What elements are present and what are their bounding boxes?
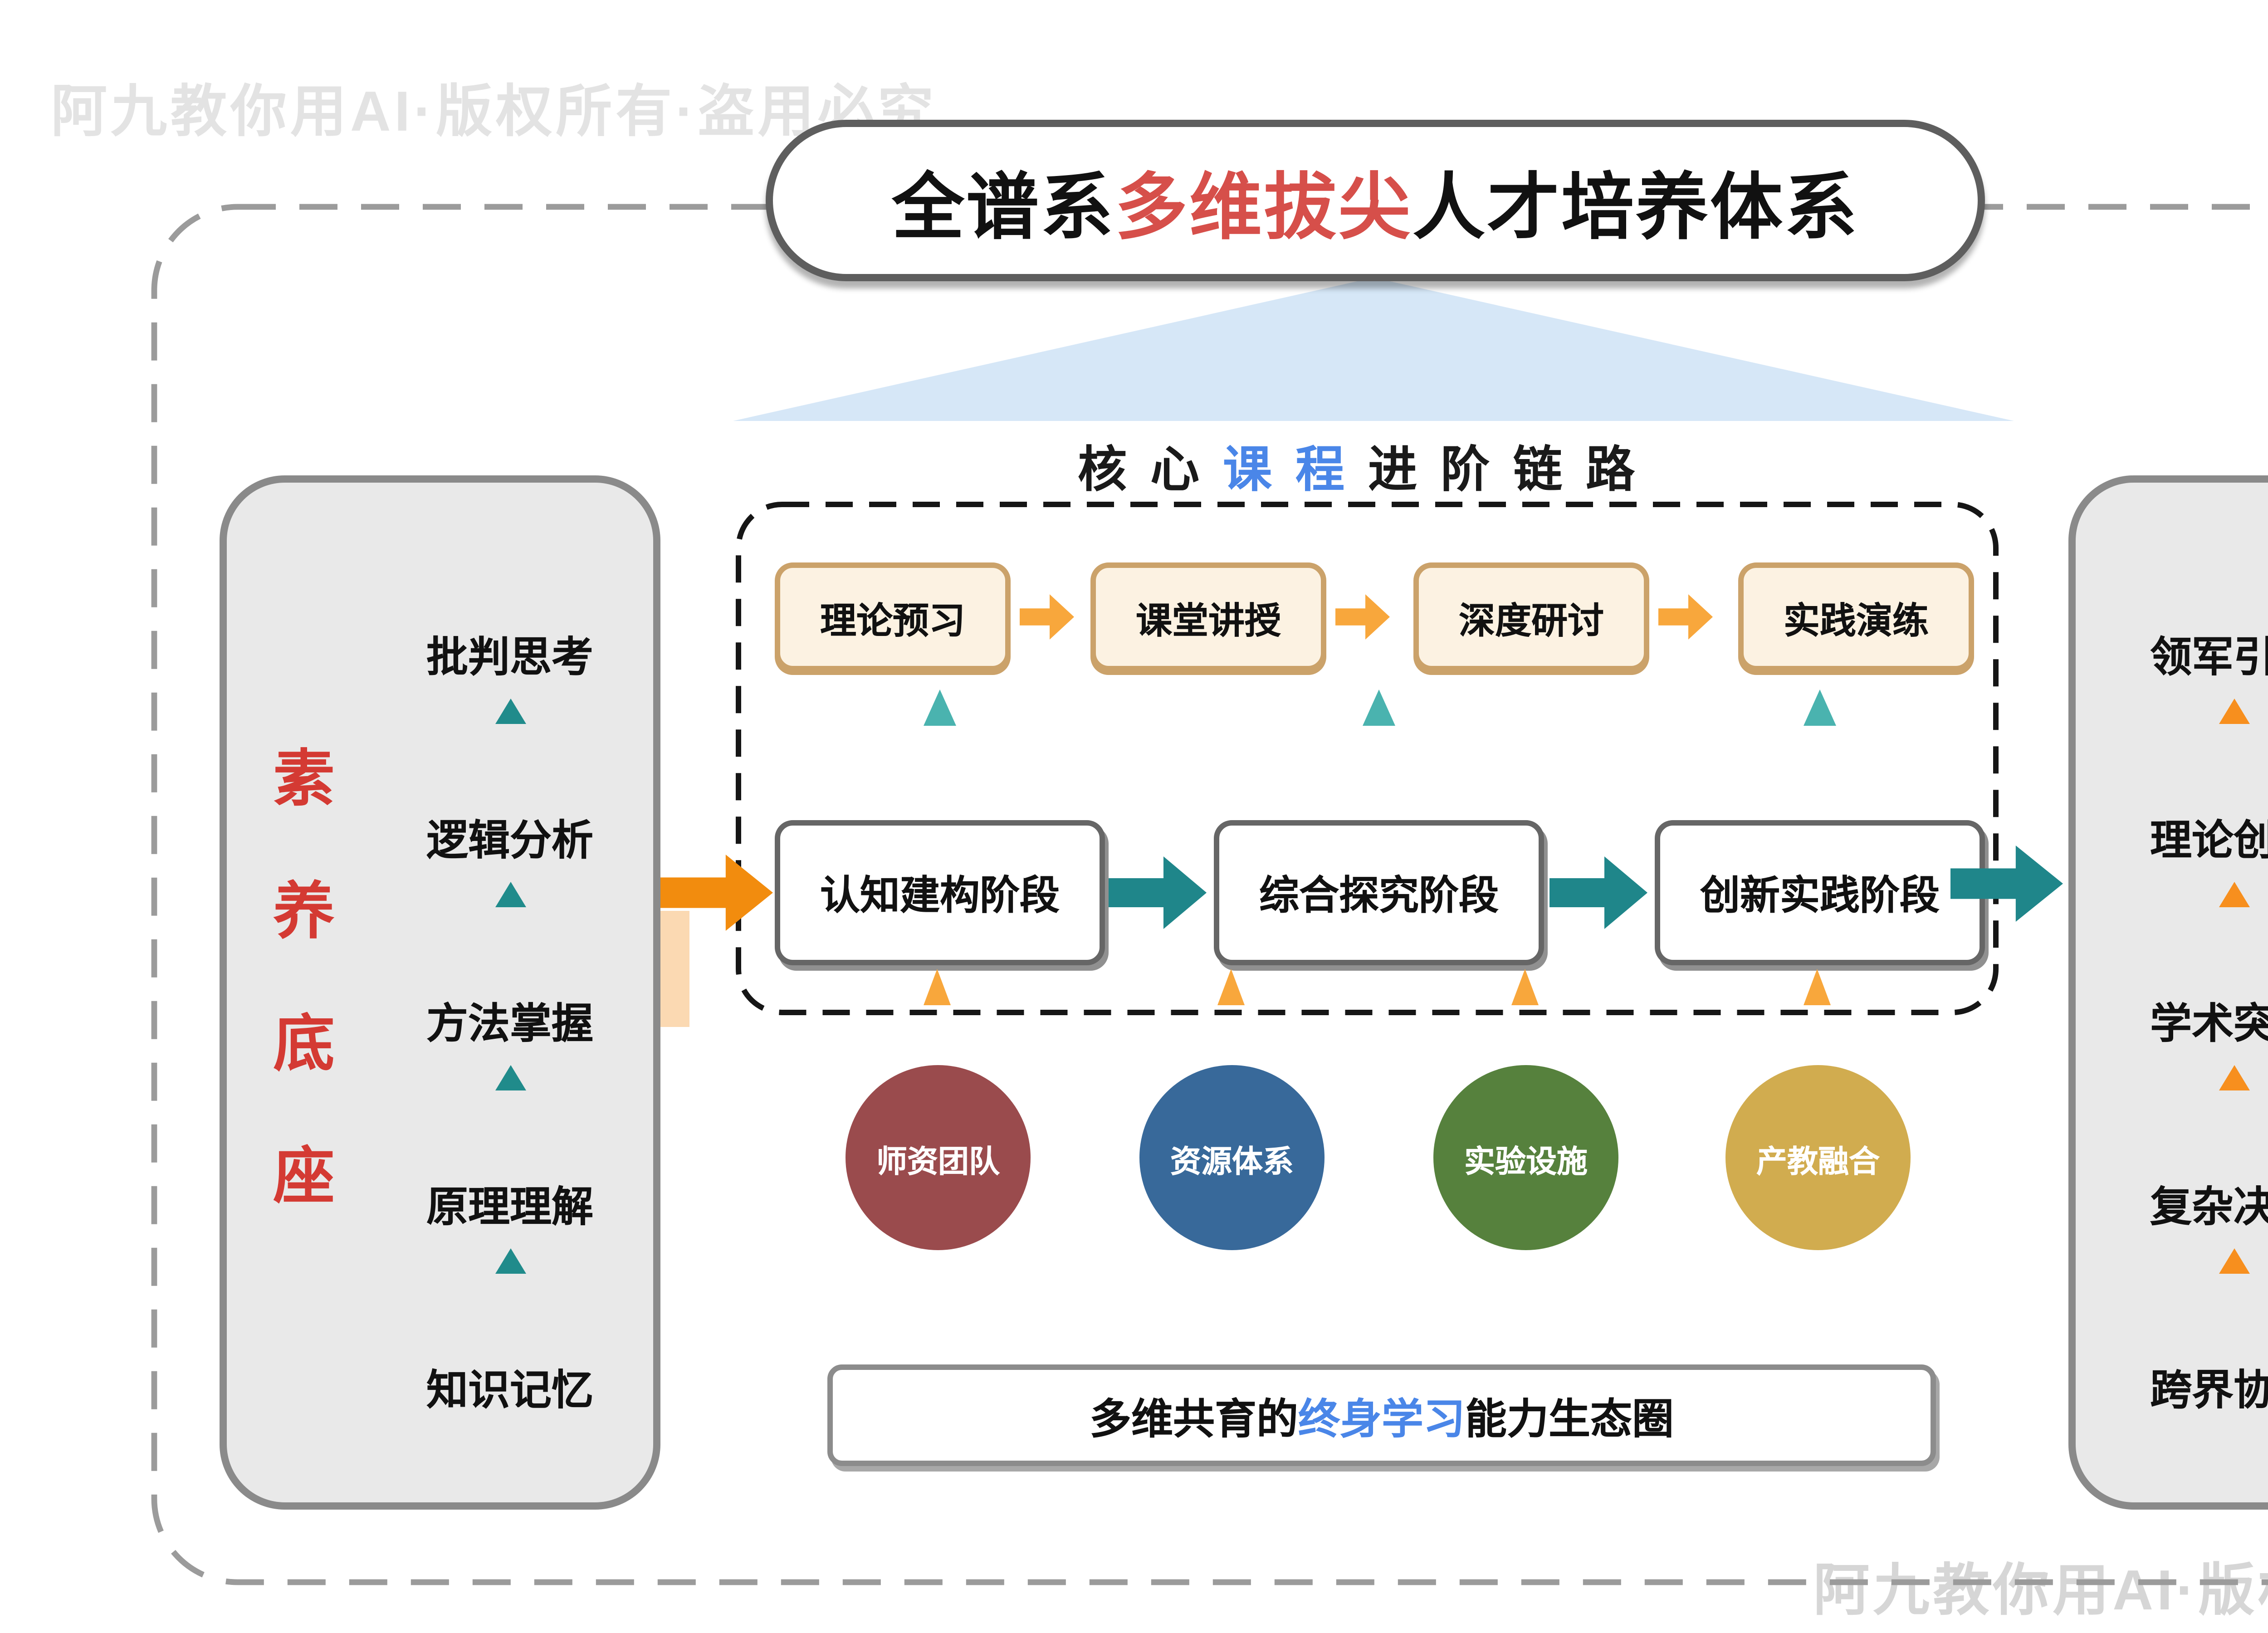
right-arrow-icon bbox=[1549, 856, 1647, 929]
right-arrow-icon bbox=[1335, 594, 1390, 640]
right-arrow-icon bbox=[1109, 856, 1207, 929]
watermark-bottom: 阿九教你用AI·版权所有·盗用必究 bbox=[1813, 1559, 2268, 1622]
stage-box: 综合探究阶段 bbox=[1214, 820, 1544, 965]
foundation-item: 知识记忆 bbox=[426, 1366, 593, 1413]
up-triangle-icon bbox=[495, 699, 526, 724]
up-triangle-icon bbox=[924, 969, 951, 1005]
right-arrow-icon bbox=[1658, 594, 1713, 640]
foundation-item: 方法掌握 bbox=[426, 1000, 593, 1047]
stage-box: 认知建构阶段 bbox=[775, 820, 1105, 965]
flow-heading-highlight: 课程 bbox=[1223, 443, 1368, 497]
flow-heading-suffix: 进阶链路 bbox=[1368, 443, 1658, 497]
up-triangle-icon bbox=[495, 1248, 526, 1274]
watermark-top: 阿九教你用AI·版权所有·盗用必究 bbox=[51, 80, 938, 143]
right-arrow-icon bbox=[1020, 594, 1074, 640]
title-highlight: 多维拔尖 bbox=[1115, 168, 1413, 248]
goal-panel: 卓越目标 领军引航 理论创新 学术突破 复杂决策 跨界协同 bbox=[2068, 475, 2268, 1510]
goal-item: 领军引航 bbox=[2150, 633, 2268, 680]
goal-item: 学术突破 bbox=[2150, 1000, 2268, 1047]
input-arrow-tail bbox=[660, 911, 689, 1027]
ecosystem-suffix: 能力生态圈 bbox=[1465, 1395, 1674, 1442]
up-triangle-icon bbox=[2219, 882, 2250, 907]
up-triangle-icon bbox=[495, 882, 526, 907]
goal-item: 跨界协同 bbox=[2150, 1366, 2268, 1413]
stage-box: 创新实践阶段 bbox=[1655, 820, 1985, 965]
goal-item: 理论创新 bbox=[2150, 816, 2268, 864]
pillar-circle: 资源体系 bbox=[1139, 1065, 1325, 1250]
course-step-box: 课堂讲授 bbox=[1090, 562, 1326, 671]
goal-item: 复杂决策 bbox=[2150, 1183, 2268, 1230]
pillar-circle: 产教融合 bbox=[1725, 1065, 1911, 1250]
up-triangle-icon bbox=[924, 689, 956, 726]
flow-heading-prefix: 核心 bbox=[1078, 443, 1223, 497]
up-triangle-icon bbox=[2219, 1248, 2250, 1274]
course-step-box: 理论预习 bbox=[775, 562, 1011, 671]
up-triangle-icon bbox=[1363, 689, 1395, 726]
ecosystem-highlight: 终身学习 bbox=[1298, 1395, 1465, 1442]
up-triangle-icon bbox=[1511, 969, 1539, 1005]
up-triangle-icon bbox=[2219, 1065, 2250, 1090]
up-triangle-icon bbox=[495, 1065, 526, 1090]
pillar-circle: 师资团队 bbox=[846, 1065, 1031, 1250]
ecosystem-prefix: 多维共育的 bbox=[1090, 1395, 1298, 1442]
up-triangle-icon bbox=[1804, 689, 1836, 726]
up-triangle-icon bbox=[1804, 969, 1831, 1005]
foundation-item: 逻辑分析 bbox=[426, 816, 593, 864]
foundation-panel: 素养底座 批判思考 逻辑分析 方法掌握 原理理解 知识记忆 bbox=[220, 475, 660, 1510]
up-triangle-icon bbox=[2219, 699, 2250, 724]
title-suffix: 人才培养体系 bbox=[1413, 168, 1859, 248]
course-step-box: 实践演练 bbox=[1738, 562, 1974, 671]
course-step-box: 深度研讨 bbox=[1413, 562, 1649, 671]
flow-heading: 核心课程进阶链路 bbox=[733, 430, 2003, 501]
funnel-triangle bbox=[733, 278, 2014, 421]
title-prefix: 全谱系 bbox=[892, 168, 1115, 248]
up-triangle-icon bbox=[1217, 969, 1245, 1005]
ecosystem-box: 多维共育的终身学习能力生态圈 bbox=[827, 1364, 1936, 1466]
foundation-item: 批判思考 bbox=[426, 633, 593, 680]
pillar-circle: 实验设施 bbox=[1433, 1065, 1618, 1250]
title-banner: 全谱系多维拔尖人才培养体系 bbox=[766, 120, 1985, 281]
foundation-item: 原理理解 bbox=[426, 1183, 593, 1230]
foundation-panel-label: 素养底座 bbox=[263, 746, 332, 1276]
